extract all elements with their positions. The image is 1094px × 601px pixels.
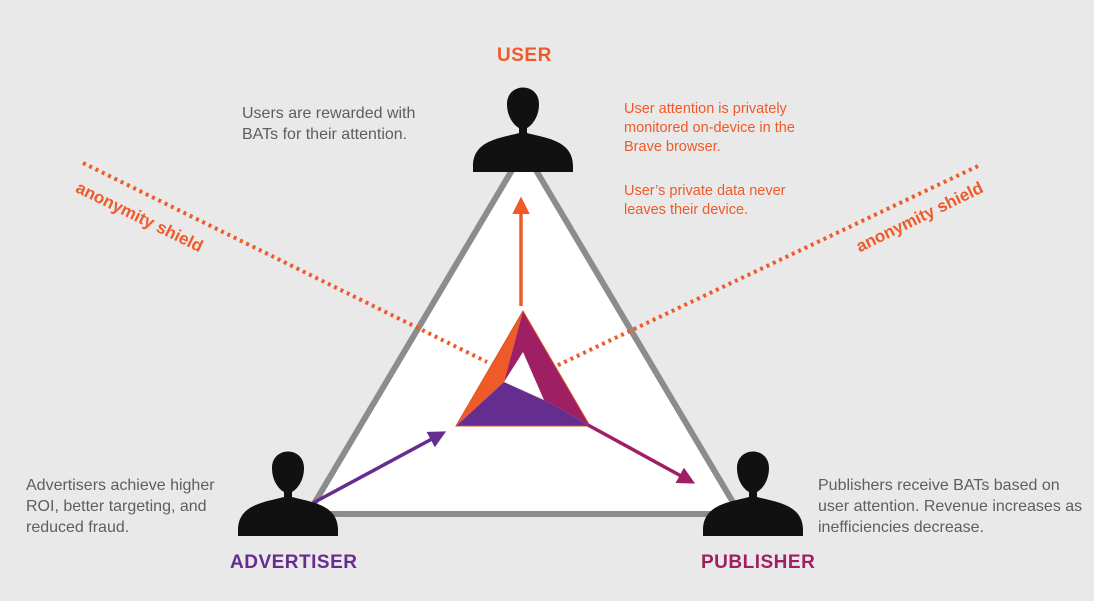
advertiser-label: ADVERTISER [230,552,358,573]
user-note-privacy: User’s private data never leaves their d… [624,183,786,218]
user-note-monitoring: User attention is privately monitored on… [624,101,795,155]
user-label: USER [497,45,552,66]
arrow-from-advertiser [312,431,447,505]
user-description: Users are rewarded with BATs for their a… [242,105,416,143]
arrow-to-publisher [587,423,696,484]
anonymity-shield-right-label: anonymity shield [853,178,986,256]
anonymity-shield-left-label: anonymity shield [73,178,206,256]
anonymity-shield-left-line [82,161,488,364]
publisher-description: Publishers receive BATs based on user at… [818,477,1083,536]
user-person-icon [473,87,573,172]
publisher-label: PUBLISHER [701,552,816,573]
advertiser-description: Advertisers achieve higher ROI, better t… [26,477,215,536]
anonymity-shield-right-line [551,164,979,370]
bat-logo-icon [455,310,591,427]
